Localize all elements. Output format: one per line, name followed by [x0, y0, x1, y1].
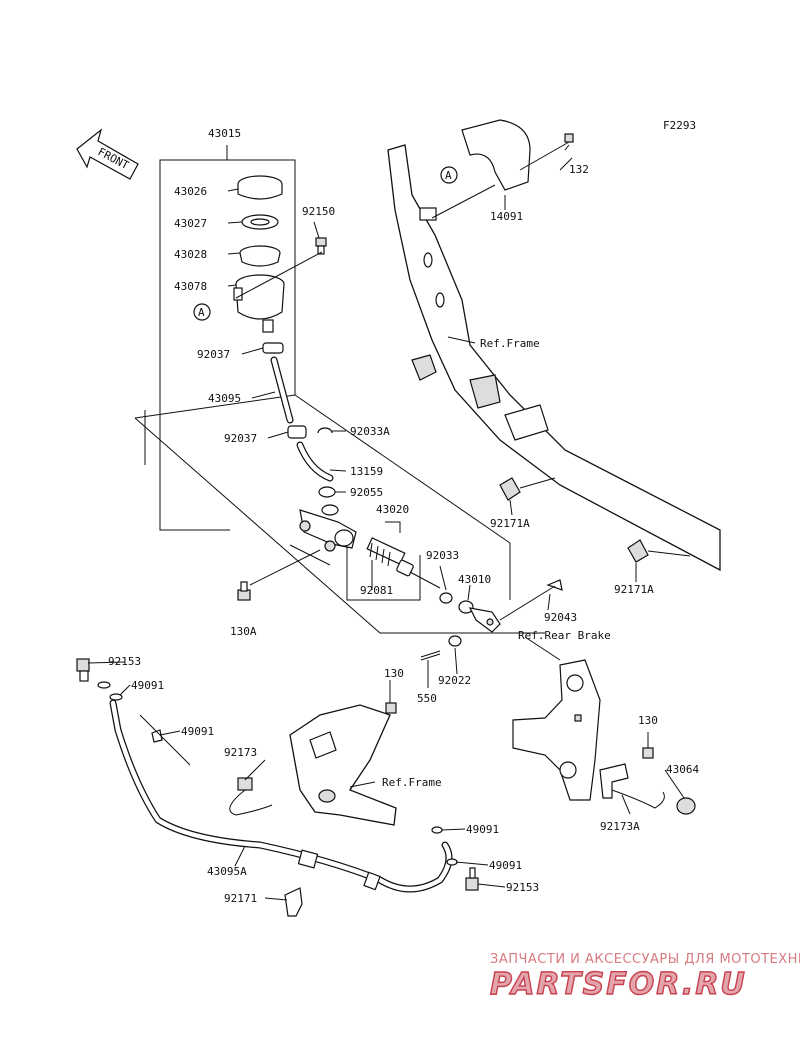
bracket-bolt-132 [519, 133, 574, 171]
circlip [317, 427, 333, 434]
label-92173: 92173 [224, 746, 257, 759]
label-92037-upper: 92037 [197, 348, 230, 361]
label-130-brake: 130 [638, 714, 658, 727]
assembly-bracket-lines [134, 145, 545, 634]
label-43078: 43078 [174, 280, 207, 293]
mounting-bolt-130A [237, 581, 251, 601]
watermark: ЗАПЧАСТИ И АКСЕССУАРЫ ДЛЯ МОТОТЕХНИКИ PA… [489, 952, 800, 1003]
label-92153-lower: 92153 [506, 881, 539, 894]
label-43015: 43015 [208, 127, 241, 140]
label-92033: 92033 [426, 549, 459, 562]
brake-hose-43095A [109, 699, 453, 893]
label-132: 132 [569, 163, 589, 176]
grommet-43064 [676, 797, 696, 815]
hose-bracket-92171 [284, 887, 303, 917]
label-43020: 43020 [376, 503, 409, 516]
clamp-92171A-lower [627, 539, 691, 563]
front-direction-arrow: FRONT [76, 128, 139, 180]
push-rod [396, 559, 441, 589]
banjo-bolt-92153-upper [76, 658, 90, 682]
callout-a-upper: A [440, 166, 458, 184]
label-43064: 43064 [666, 763, 699, 776]
piston-assembly [366, 537, 406, 567]
snap-ring [439, 592, 453, 604]
label-92081: 92081 [360, 584, 393, 597]
frame-upper [387, 144, 721, 572]
label-43026: 43026 [174, 185, 207, 198]
label-43095A: 43095A [207, 865, 247, 878]
gasket-49091-b [109, 693, 123, 701]
label-92171: 92171 [224, 892, 257, 905]
rear-brake-bracket [512, 659, 601, 801]
pipe-clip [139, 714, 191, 766]
reservoir-hose [270, 356, 294, 424]
gasket-49091-d [446, 858, 458, 866]
label-130-frame: 130 [384, 667, 404, 680]
label-92173A: 92173A [600, 820, 640, 833]
reservoir-body [233, 274, 285, 333]
label-92037-lower: 92037 [224, 432, 257, 445]
callout-a-lower-label: A [198, 306, 205, 319]
label-92022: 92022 [438, 674, 471, 687]
o-ring [318, 486, 336, 498]
label-13159: 13159 [350, 465, 383, 478]
label-130A: 130A [230, 625, 257, 638]
callout-a-lower: A [193, 303, 211, 321]
label-92171A-lower: 92171A [614, 583, 654, 596]
frame-lower [289, 704, 397, 826]
label-14091: 14091 [490, 210, 523, 223]
bolt-130-frame [385, 702, 397, 714]
banjo-bolt-92153-lower [465, 867, 479, 891]
washer [448, 635, 462, 647]
clamp-upper [262, 342, 284, 354]
hose-clamp-92173 [229, 777, 273, 816]
ref-frame-lower: Ref.Frame [382, 776, 442, 789]
label-92171A-upper: 92171A [490, 517, 530, 530]
label-92150: 92150 [302, 205, 335, 218]
master-cylinder-body [299, 504, 357, 552]
label-43010: 43010 [458, 573, 491, 586]
label-92153-upper: 92153 [108, 655, 141, 668]
label-49091-c: 49091 [466, 823, 499, 836]
label-49091-b: 49091 [181, 725, 214, 738]
ref-rear-brake: Ref.Rear Brake [518, 629, 611, 642]
leader-lines [87, 157, 685, 901]
clamp-92171A-upper [499, 477, 556, 501]
switch-spring-bracket [599, 763, 665, 809]
bolt-130-brake [642, 747, 654, 759]
reservoir-bracket [461, 119, 531, 191]
diaphragm-plate [241, 214, 279, 230]
label-43095: 43095 [208, 392, 241, 405]
label-550: 550 [417, 692, 437, 705]
diaphragm [239, 245, 281, 267]
label-49091-a: 49091 [131, 679, 164, 692]
elbow-pipe [296, 441, 334, 482]
label-92033A: 92033A [350, 425, 390, 438]
clamp-lower [287, 425, 307, 439]
clevis [458, 600, 501, 633]
callout-a-upper-label: A [445, 169, 452, 182]
label-43028: 43028 [174, 248, 207, 261]
reservoir-cap [237, 175, 283, 200]
reservoir-bolt [235, 237, 327, 299]
watermark-brand: PARTSFOR.RU [490, 967, 747, 1002]
figure-code: F2293 [663, 119, 696, 132]
label-43027: 43027 [174, 217, 207, 230]
gasket-49091-c [431, 826, 443, 834]
ref-frame-upper: Ref.Frame [480, 337, 540, 350]
label-92055: 92055 [350, 486, 383, 499]
gasket-49091-a [97, 681, 111, 689]
watermark-tagline: ЗАПЧАСТИ И АКСЕССУАРЫ ДЛЯ МОТОТЕХНИКИ [490, 952, 800, 967]
label-49091-d: 49091 [489, 859, 522, 872]
cotter-pin [420, 650, 441, 661]
label-92043: 92043 [544, 611, 577, 624]
part-labels: 43015 43026 43027 43028 43078 92150 9203… [108, 127, 699, 905]
clevis-pin [499, 579, 563, 621]
